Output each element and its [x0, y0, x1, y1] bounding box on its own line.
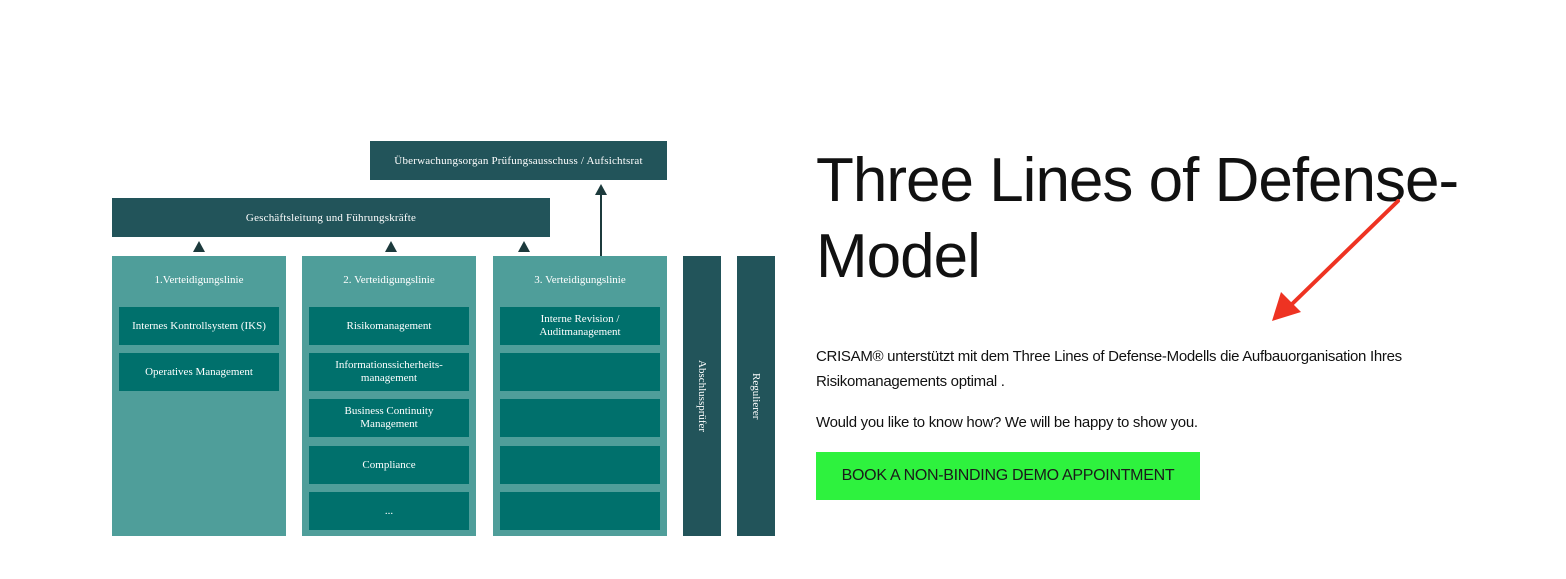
line-3-item — [500, 353, 660, 391]
auditor-bar: Abschlussprüfer — [683, 256, 721, 536]
management-label: Geschäftsleitung und Führungskräfte — [245, 211, 417, 224]
oversight-bar: Überwachungsorgan Prüfungsausschuss / Au… — [370, 141, 667, 180]
three-lines-diagram: Überwachungsorgan Prüfungsausschuss / Au… — [112, 141, 775, 536]
intro-paragraph: CRISAM® unterstützt mit dem Three Lines … — [816, 348, 1402, 390]
line-2-item: ... — [309, 492, 469, 530]
line-1-item: Operatives Management — [119, 353, 279, 391]
defense-line-3: 3. Verteidigungslinie Interne Revision /… — [493, 256, 667, 536]
page-title: Three Lines of Defense-Model — [816, 146, 1459, 291]
line-2-item: Business Continuity Management — [309, 399, 469, 437]
question-paragraph: Would you like to know how? We will be h… — [816, 414, 1198, 431]
arrow-up-icon — [595, 184, 607, 195]
oversight-label: Überwachungsorgan Prüfungsausschuss / Au… — [394, 154, 643, 167]
line-3-item — [500, 446, 660, 484]
line-1-item: Internes Kontrollsystem (IKS) — [119, 307, 279, 345]
defense-line-2: 2. Verteidigungslinie Risikomanagement I… — [302, 256, 476, 536]
defense-line-1: 1.Verteidigungslinie Internes Kontrollsy… — [112, 256, 286, 536]
regulator-label: Regulierer — [750, 372, 762, 420]
line-2-item: Compliance — [309, 446, 469, 484]
line-2-item: Risikomanagement — [309, 307, 469, 345]
defense-line-1-title: 1.Verteidigungslinie — [154, 274, 244, 286]
arrow-up-icon — [385, 241, 397, 252]
line-3-item — [500, 399, 660, 437]
management-bar: Geschäftsleitung und Führungskräfte — [112, 198, 550, 237]
line-3-item — [500, 492, 660, 530]
defense-line-2-title: 2. Verteidigungslinie — [343, 274, 435, 286]
arrow-up-icon — [193, 241, 205, 252]
auditor-label: Abschlussprüfer — [696, 359, 708, 433]
arrow-up-icon — [518, 241, 530, 252]
arrow-up-icon — [600, 193, 602, 256]
defense-line-3-title: 3. Verteidigungslinie — [534, 274, 626, 286]
line-3-item: Interne Revision / Auditmanagement — [500, 307, 660, 345]
regulator-bar: Regulierer — [737, 256, 775, 536]
line-2-item: Informationssicherheits-management — [309, 353, 469, 391]
book-demo-button[interactable]: BOOK A NON-BINDING DEMO APPOINTMENT — [816, 452, 1200, 500]
